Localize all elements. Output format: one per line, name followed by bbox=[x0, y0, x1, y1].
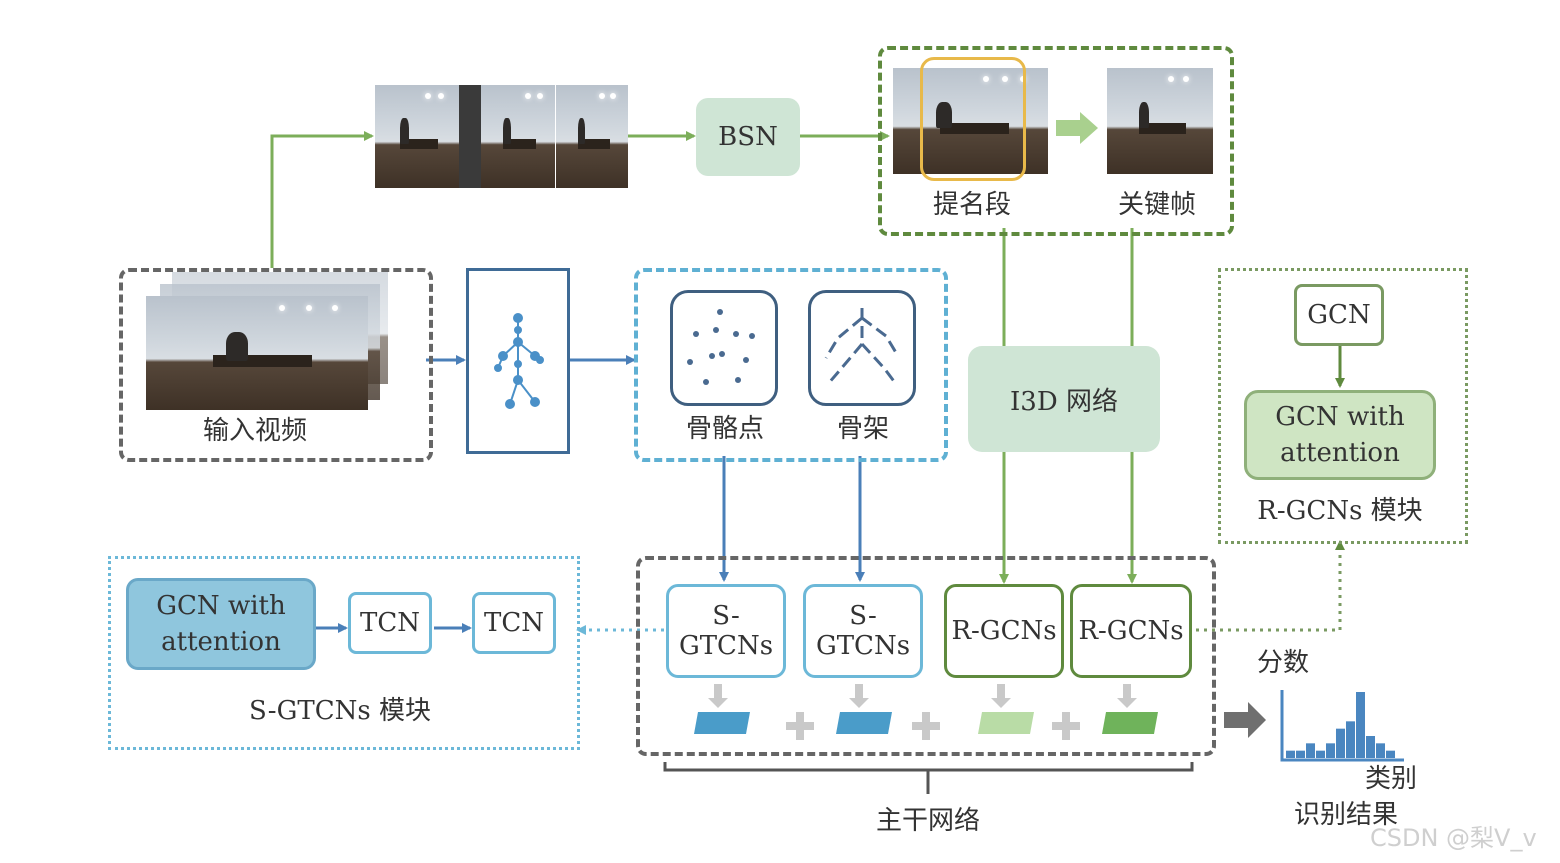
i3d-node: I3D 网络 bbox=[968, 346, 1160, 452]
class-label: 类别 bbox=[1364, 764, 1417, 794]
dotted-link-to-rgcn-module bbox=[1196, 540, 1345, 632]
sgtcns-label-2: S-GTCNs bbox=[815, 601, 911, 661]
rgcns-label-1: R-GCNs bbox=[951, 616, 1057, 646]
gcn-label: GCN bbox=[1307, 300, 1371, 330]
sgtcn-gcn-line1: GCN with bbox=[156, 591, 286, 621]
i3d-label: I3D 网络 bbox=[1010, 386, 1118, 417]
input-video-label: 输入视频 bbox=[202, 416, 307, 446]
histogram-bars bbox=[1286, 692, 1395, 758]
arrow-to-result bbox=[1224, 702, 1266, 738]
backbone-brace bbox=[663, 762, 1194, 794]
rgcns-node-1: R-GCNs bbox=[944, 584, 1064, 678]
histogram-bar bbox=[1286, 750, 1295, 758]
skeleton-points-icon bbox=[687, 309, 755, 385]
bsn-label: BSN bbox=[718, 122, 778, 152]
histogram-axes bbox=[1280, 690, 1404, 762]
proposal-keyframe-group bbox=[878, 46, 1234, 236]
sgtcn-module-group bbox=[108, 556, 580, 750]
histogram-bar bbox=[1296, 750, 1305, 758]
arrow-proposal-to-keyframe bbox=[1056, 112, 1098, 144]
histogram-bar bbox=[1366, 736, 1375, 758]
sgtcn-module-label: S-GTCNs 模块 bbox=[249, 696, 431, 726]
plus-icons bbox=[786, 712, 1080, 740]
result-label: 识别结果 bbox=[1293, 800, 1398, 830]
sgtcns-node-2: S-GTCNs bbox=[803, 584, 923, 678]
rgcns-node-2: R-GCNs bbox=[1070, 584, 1192, 678]
input-video-group bbox=[119, 268, 433, 462]
histogram-bar bbox=[1316, 750, 1325, 758]
histogram-bar bbox=[1326, 743, 1335, 758]
gcn-attention-line1: GCN with bbox=[1275, 402, 1405, 432]
arrow-input-to-frames bbox=[270, 131, 374, 268]
score-down-arrows bbox=[708, 684, 1137, 708]
keyframe-label: 关键帧 bbox=[1117, 190, 1196, 220]
tcn-label-2: TCN bbox=[484, 608, 544, 638]
score-block-3 bbox=[978, 712, 1034, 734]
pose-extractor-box bbox=[466, 268, 570, 454]
pose-figure-icon bbox=[494, 313, 544, 409]
histogram-bar bbox=[1386, 750, 1395, 758]
skeleton-points-card bbox=[670, 290, 778, 406]
backbone-label: 主干网络 bbox=[875, 806, 980, 836]
frame-divider-left bbox=[459, 85, 481, 188]
sgtcn-gcn-attention-node: GCN with attention bbox=[126, 578, 316, 670]
tcn-node-1: TCN bbox=[348, 592, 432, 654]
rgcns-label-2: R-GCNs bbox=[1078, 616, 1184, 646]
video-frame-3 bbox=[556, 85, 628, 188]
video-frame-1 bbox=[375, 85, 459, 188]
gcn-attention-line2: attention bbox=[1280, 438, 1400, 468]
histogram-bar bbox=[1336, 728, 1345, 758]
skeleton-bones-icon bbox=[824, 308, 900, 385]
proposal-label: 提名段 bbox=[932, 190, 1011, 220]
rgcn-module-group bbox=[1218, 268, 1468, 544]
score-block-4 bbox=[1102, 712, 1158, 734]
skeleton-bones-card bbox=[808, 290, 916, 406]
sgtcn-gcn-line2: attention bbox=[161, 627, 281, 657]
score-block-1 bbox=[694, 712, 750, 734]
skeleton-group bbox=[634, 268, 948, 462]
proposal-highlight bbox=[920, 57, 1026, 181]
score-label: 分数 bbox=[1256, 648, 1309, 678]
gcn-node: GCN bbox=[1294, 284, 1384, 346]
video-frame-2 bbox=[481, 85, 555, 188]
keyframe-frame bbox=[1107, 68, 1213, 174]
bsn-node: BSN bbox=[696, 98, 800, 176]
backbone-group bbox=[636, 556, 1216, 756]
tcn-node-2: TCN bbox=[472, 592, 556, 654]
tcn-label-1: TCN bbox=[360, 608, 420, 638]
histogram-bar bbox=[1356, 692, 1365, 758]
histogram-bar bbox=[1346, 721, 1355, 758]
watermark: CSDN @梨V_v bbox=[1370, 824, 1537, 852]
score-block-2 bbox=[836, 712, 892, 734]
rgcn-module-label: R-GCNs 模块 bbox=[1257, 496, 1423, 526]
gcn-attention-node: GCN with attention bbox=[1244, 390, 1436, 480]
proposal-frame bbox=[893, 68, 1048, 174]
input-video-frame bbox=[146, 296, 368, 410]
sgtcns-label-1: S-GTCNs bbox=[678, 601, 774, 661]
skeleton-label: 骨架 bbox=[836, 414, 889, 444]
skeleton-points-label: 骨骼点 bbox=[685, 414, 764, 444]
histogram-bar bbox=[1376, 743, 1385, 758]
sgtcns-node-1: S-GTCNs bbox=[666, 584, 786, 678]
histogram-bar bbox=[1306, 743, 1315, 758]
